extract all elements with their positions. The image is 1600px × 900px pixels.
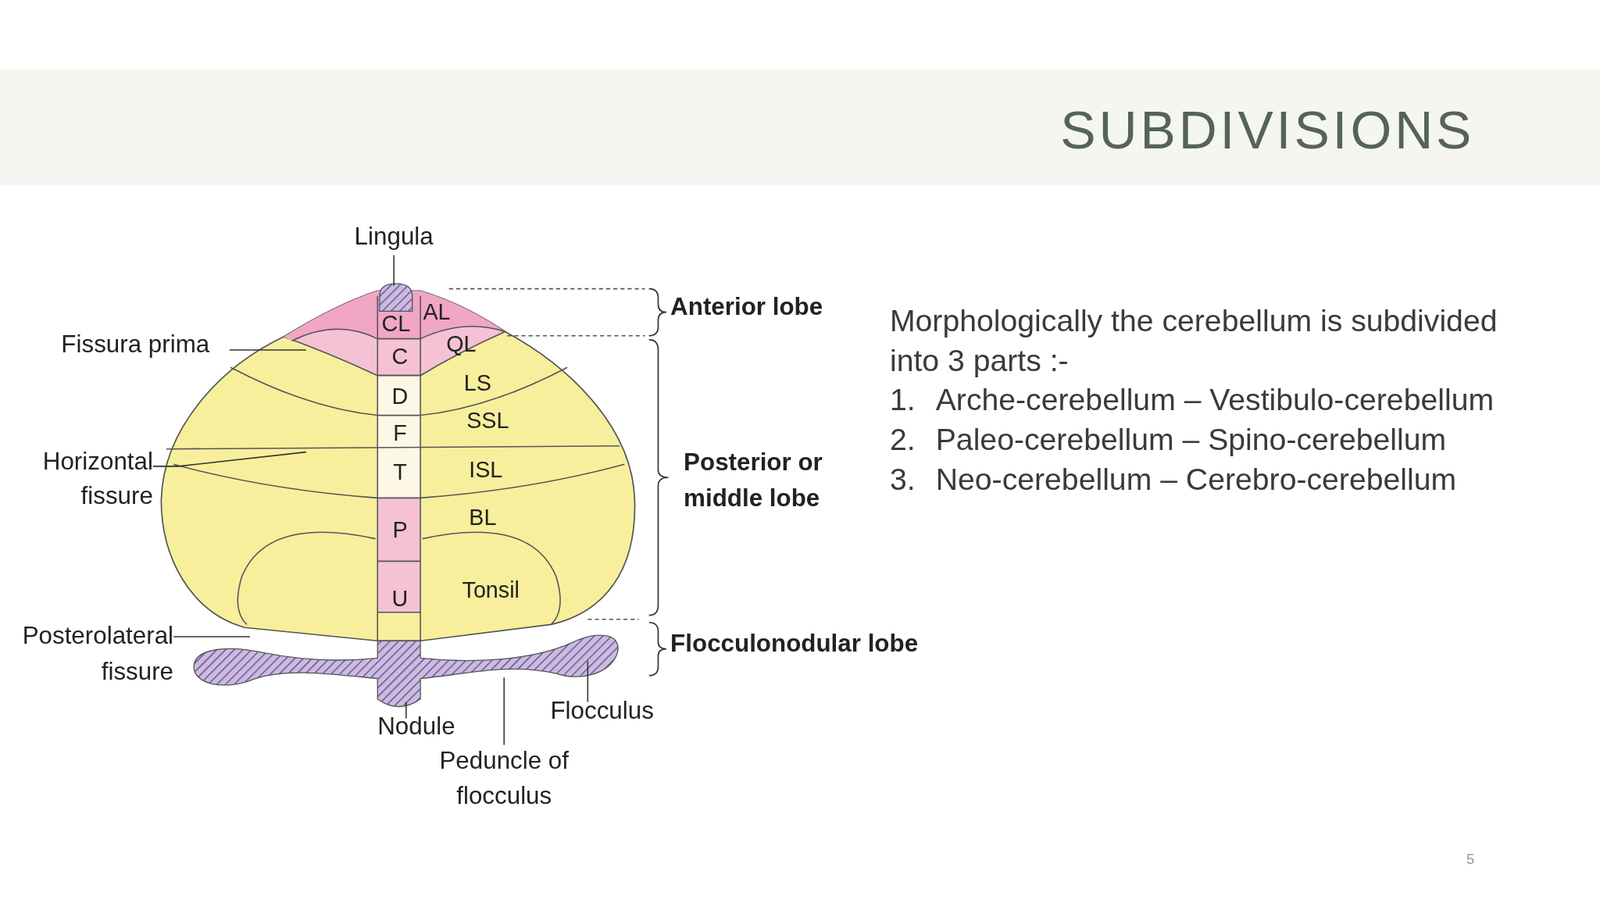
fissure-lines	[166, 367, 625, 625]
bracket	[649, 339, 669, 616]
region-abbrev: T	[392, 458, 408, 486]
list-item: Arche-cerebellum – Vestibulo-cerebellum	[935, 381, 1494, 418]
part-label: Peduncle of flocculus	[427, 742, 581, 814]
lobe-label: Flocculonodular lobe	[670, 628, 918, 659]
posterior-lobe	[160, 300, 635, 641]
region-abbrev: LS	[464, 370, 492, 397]
region-abbrev: SSL	[466, 407, 509, 435]
part-label: Nodule	[377, 711, 455, 742]
horizontal-fissure-line	[166, 446, 620, 450]
fissure-line	[420, 367, 625, 625]
lobe-label: Posterior or middle lobe	[683, 443, 855, 515]
body-text: Morphologically the cerebellum is subdiv…	[889, 300, 1543, 381]
header-band	[0, 69, 1600, 186]
region-abbrev: AL	[422, 298, 450, 325]
region-abbrev: U	[392, 585, 409, 612]
list-item: Neo-cerebellum – Cerebro-cerebellum	[935, 460, 1457, 498]
slide-title: SUBDIVISIONS	[657, 98, 1475, 162]
part-label: Lingula	[354, 221, 434, 252]
leader-line	[153, 255, 588, 746]
region-abbrev: C	[392, 343, 409, 371]
region-abbrev: F	[392, 420, 408, 447]
lobe-label: Anterior lobe	[670, 292, 823, 322]
dashed-guide	[449, 289, 646, 620]
vermis-lines	[377, 296, 421, 641]
part-label: Posterolateral fissure	[0, 617, 174, 689]
region-abbrev: BL	[468, 504, 497, 532]
page-number: 5	[1466, 850, 1475, 868]
list-item: Paleo-cerebellum – Spino-cerebellum	[935, 421, 1447, 458]
region-abbrev: ISL	[468, 457, 503, 484]
part-label: Horizontal fissure	[0, 443, 154, 514]
list-number: 2.	[889, 421, 916, 458]
bracket	[649, 289, 667, 336]
vermis-cell	[377, 375, 421, 499]
part-label: Flocculus	[550, 696, 654, 727]
bracket	[649, 622, 667, 676]
list-number: 3.	[889, 460, 916, 498]
vermis-cell	[377, 497, 421, 612]
part-label: Tonsil	[462, 577, 520, 604]
region-abbrev: CL	[381, 310, 411, 338]
region-abbrev: D	[392, 383, 409, 411]
list-number: 1.	[889, 381, 916, 418]
fissure-line	[173, 367, 378, 625]
lingula-shape	[379, 283, 413, 311]
region-abbrev: QL	[446, 331, 476, 358]
region-abbrev: P	[392, 517, 408, 544]
flocculonodular-shape	[193, 635, 618, 707]
part-label: Fissura prima	[60, 330, 210, 361]
